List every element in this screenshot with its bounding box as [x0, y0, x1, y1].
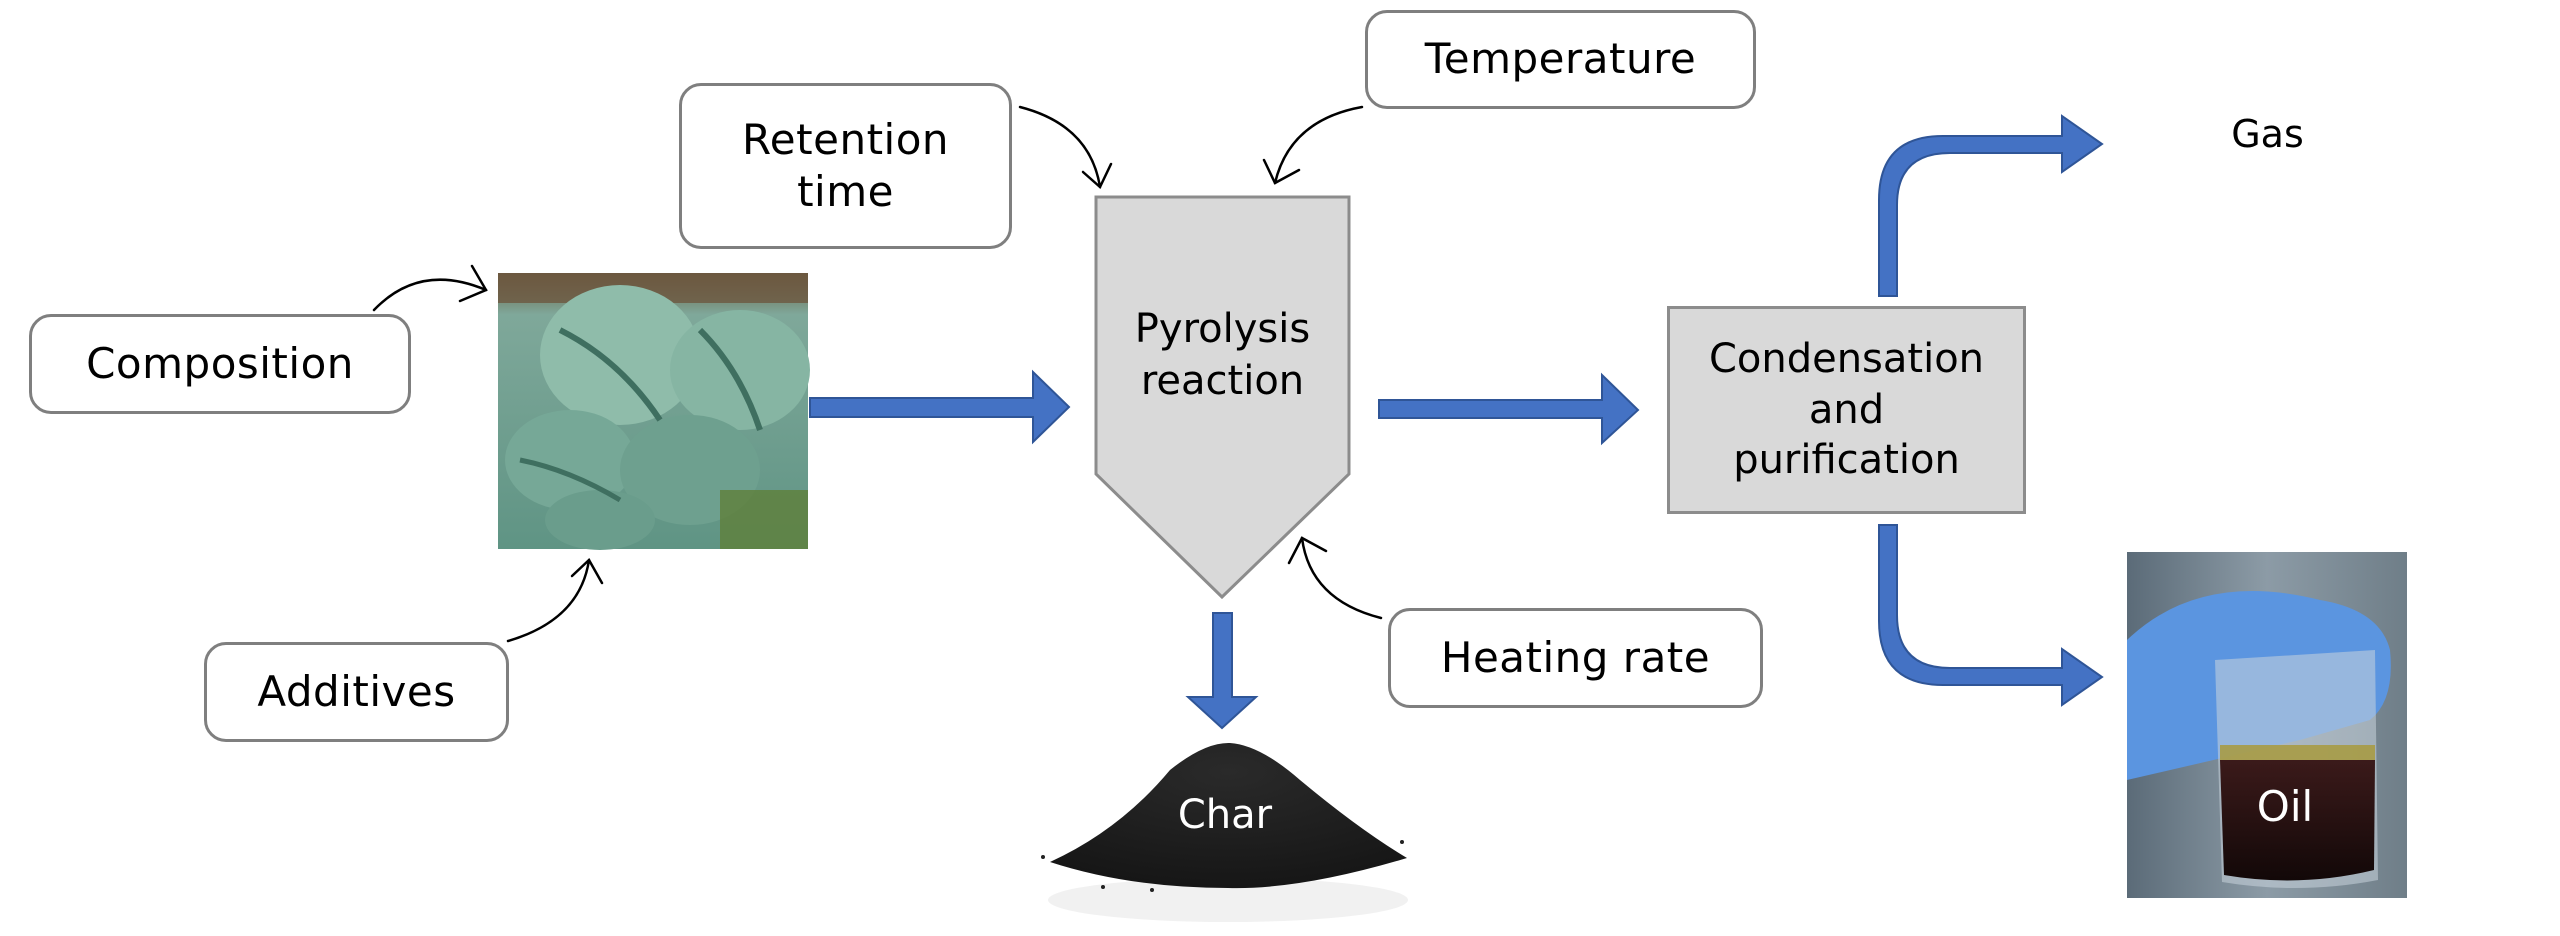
char-label: Char	[1177, 792, 1273, 838]
composition-box: Composition	[29, 314, 411, 414]
char-image	[1041, 742, 1408, 922]
temperature-box: Temperature	[1365, 10, 1756, 109]
composition-label: Composition	[86, 338, 354, 388]
flow-arrow-oil	[1878, 524, 2104, 707]
retention-time-box: Retention time	[679, 83, 1012, 249]
condensation-line-3: purification	[1733, 437, 1960, 484]
condensation-purification-box: Condensation and purification	[1667, 306, 2026, 514]
heating-rate-box: Heating rate	[1388, 608, 1763, 708]
pyrolysis-line-2: reaction	[1140, 358, 1305, 404]
condensation-line-2: and	[1808, 386, 1885, 433]
retention-time-label: Retention time	[742, 114, 950, 217]
additives-label: Additives	[257, 666, 456, 716]
flow-arrow-gas	[1878, 114, 2104, 297]
gas-label: Gas	[2231, 112, 2304, 156]
temperature-arrow-icon	[1262, 105, 1364, 185]
condensation-line-1: Condensation	[1708, 335, 1985, 382]
flow-arrow-char	[1185, 612, 1259, 730]
composition-arrow-icon	[372, 264, 488, 312]
flow-arrow-feed	[809, 369, 1071, 445]
pyrolysis-reactor-shape	[1094, 195, 1351, 600]
pyrolysis-reaction-label: Pyrolysis reaction	[1096, 300, 1349, 410]
temperature-label: Temperature	[1424, 34, 1697, 84]
oil-image	[2127, 552, 2407, 898]
feedstock-image	[498, 273, 810, 550]
heating-rate-label: Heating rate	[1440, 632, 1711, 682]
additives-box: Additives	[204, 642, 509, 742]
pyrolysis-line-1: Pyrolysis	[1134, 306, 1311, 352]
oil-label: Oil	[2256, 782, 2314, 831]
heating-rate-arrow-icon	[1287, 536, 1383, 620]
additives-arrow-icon	[506, 557, 604, 643]
retention-arrow-icon	[1018, 105, 1113, 190]
flow-arrow-vapor	[1378, 372, 1640, 446]
